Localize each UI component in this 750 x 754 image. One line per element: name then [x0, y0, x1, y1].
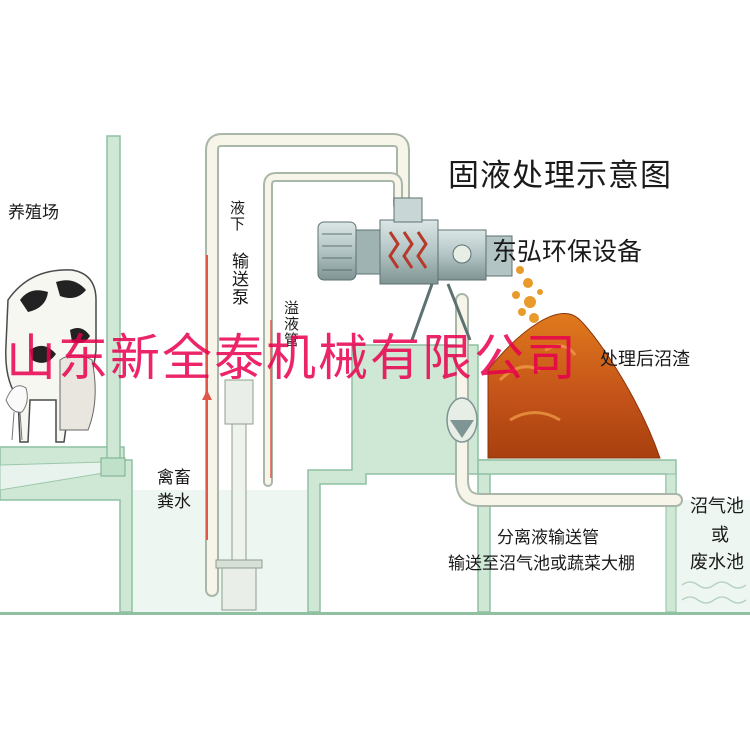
farm-label: 养殖场 [8, 203, 59, 223]
tank-waves [681, 581, 747, 604]
separator-machine [317, 197, 513, 341]
manure-label-line1: 禽畜 [157, 468, 191, 488]
tank-label-line1: 沼气池 [690, 496, 744, 517]
overflow-pipe-label: 溢液管 [282, 300, 300, 348]
company-watermark: 山东新全泰机械有限公司 [6, 329, 578, 387]
separation-destination-label: 输送至沼气池或蔬菜大棚 [448, 554, 635, 574]
brand-label: 东弘环保设备 [492, 237, 643, 266]
base-line [0, 612, 750, 615]
tank-label-line2: 或 [711, 525, 729, 546]
channel-gate [100, 457, 126, 477]
pump-body [221, 561, 257, 611]
tank-label-line3: 废水池 [690, 552, 744, 573]
farm-animals [5, 269, 97, 443]
pipe-system [205, 133, 683, 597]
vent-column [106, 135, 121, 459]
residue-highlights [498, 344, 577, 422]
flow-arrow [202, 390, 212, 400]
residue-pile [487, 313, 661, 459]
pump-housing [224, 379, 254, 425]
tank-wall [665, 473, 677, 613]
tank-water [676, 500, 750, 612]
manure-label-line2: 粪水 [157, 492, 191, 512]
pump-pipe [231, 399, 247, 581]
separation-pipe-label: 分离液输送管 [497, 528, 599, 548]
filter-cone [450, 420, 474, 438]
pump-flange [215, 559, 263, 569]
liquid-down-label: 液下 [228, 200, 246, 232]
pump-label: 输送泵 [228, 252, 248, 306]
falling-residue [512, 266, 543, 323]
residue-label: 处理后沼渣 [600, 349, 690, 370]
diagram-title: 固液处理示意图 [448, 158, 672, 194]
